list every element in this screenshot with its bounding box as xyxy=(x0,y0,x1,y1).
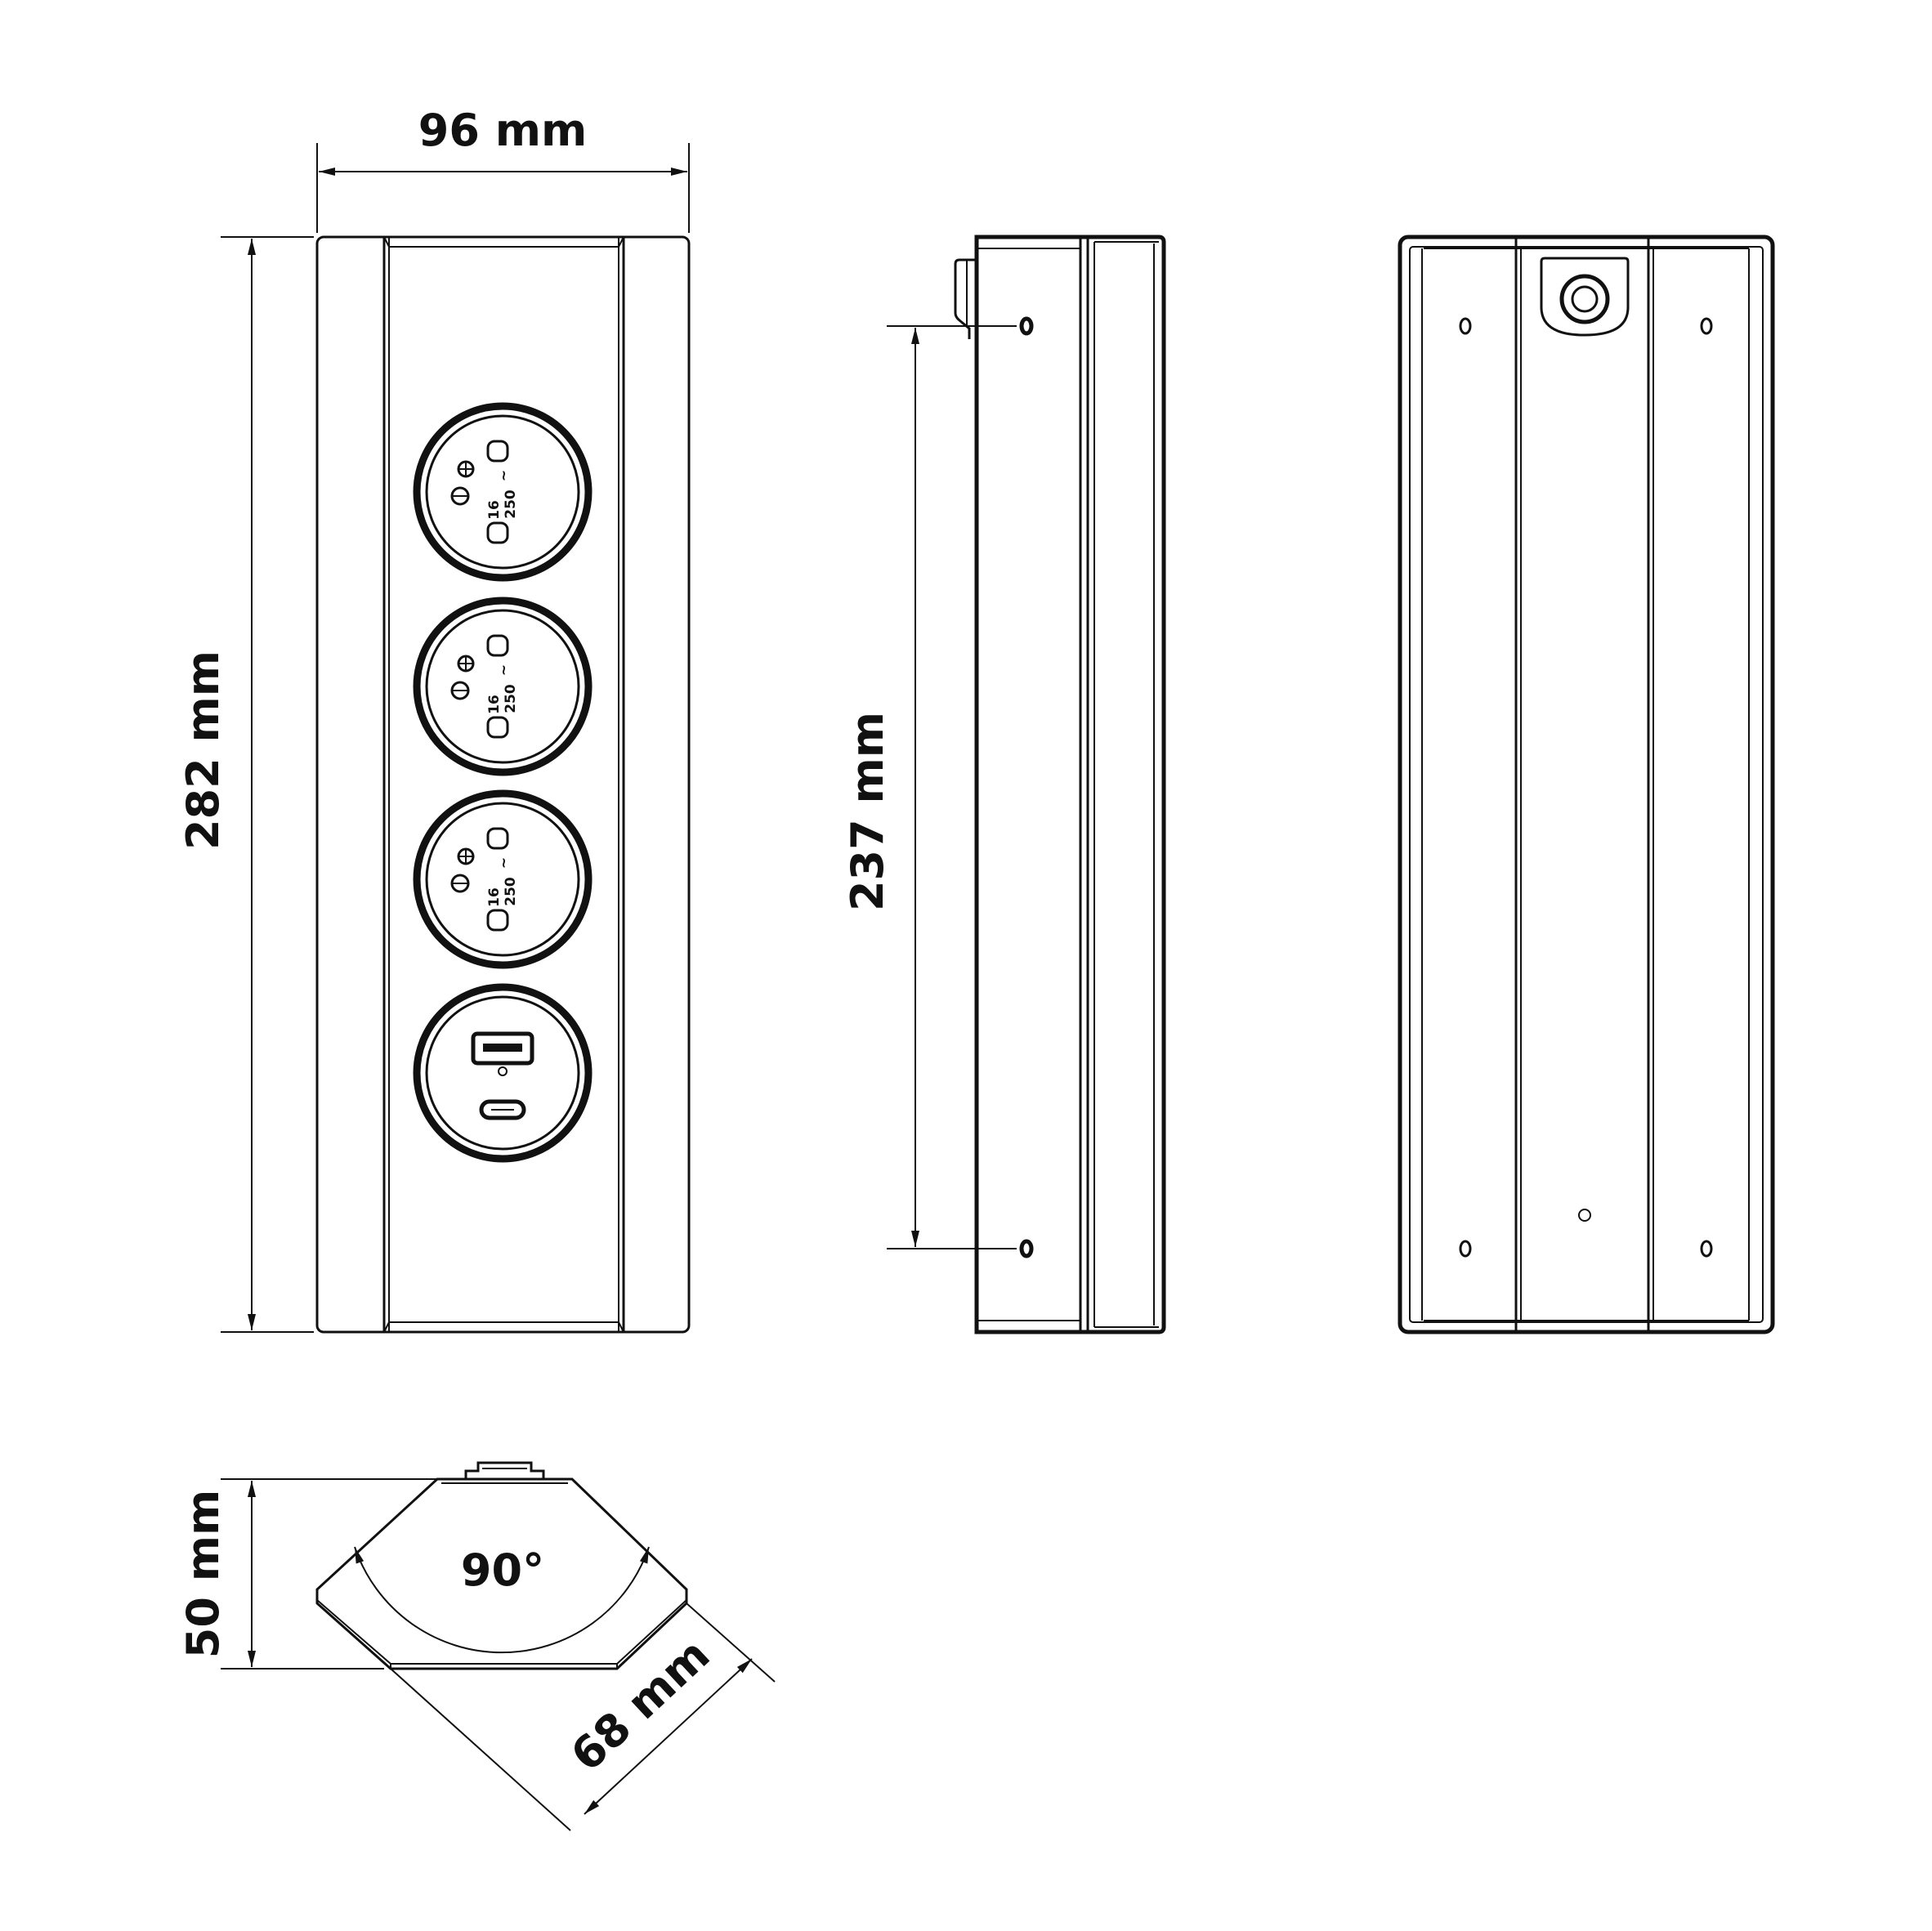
mount-hole-icon xyxy=(1019,1239,1034,1258)
svg-text:250: 250 xyxy=(503,684,519,713)
power-socket-3: 16 250 ~ xyxy=(417,793,588,965)
side-dimension: 68 mm xyxy=(390,1602,776,1831)
front-view: 16 250 ~ 16 250 ~ 16 250 ~ xyxy=(177,105,691,1334)
svg-text:16: 16 xyxy=(486,887,503,907)
svg-text:~: ~ xyxy=(496,664,512,676)
power-socket-2: 16 250 ~ xyxy=(417,601,588,772)
usb-a-port-icon xyxy=(471,1031,534,1066)
usb-module xyxy=(413,983,593,1163)
svg-text:16: 16 xyxy=(486,500,503,520)
svg-text:16: 16 xyxy=(486,695,503,714)
svg-text:~: ~ xyxy=(496,470,512,481)
mount-hole-icon xyxy=(1700,317,1713,335)
mount-hole-icon xyxy=(1019,316,1034,336)
mount-hole-icon xyxy=(1459,317,1472,335)
side-label: 68 mm xyxy=(561,1629,719,1781)
screw-hole-icon xyxy=(1578,1209,1591,1222)
depth-label: 50 mm xyxy=(177,1490,229,1658)
depth-dimension: 50 mm xyxy=(177,1478,458,1670)
mount-hole-icon xyxy=(1700,1240,1713,1258)
led-indicator-icon xyxy=(498,1066,508,1076)
front-housing xyxy=(315,235,691,1334)
width-dimension: 96 mm xyxy=(316,105,690,233)
mount-hole-icon xyxy=(1459,1240,1472,1258)
mount-spacing-label: 237 mm xyxy=(842,712,893,911)
width-label: 96 mm xyxy=(418,105,587,156)
lock-icon xyxy=(1540,257,1630,337)
svg-text:~: ~ xyxy=(496,857,512,869)
height-label: 282 mm xyxy=(177,650,229,850)
top-view: 90° 50 mm 68 mm xyxy=(177,1461,776,1831)
side-view: 237 mm xyxy=(842,235,1166,1334)
back-view xyxy=(1398,235,1775,1334)
power-socket-1: 16 250 ~ xyxy=(417,406,588,578)
usb-c-port-icon xyxy=(479,1099,526,1120)
height-dimension: 282 mm xyxy=(177,236,314,1333)
svg-text:250: 250 xyxy=(503,489,519,519)
mount-spacing-dimension: 237 mm xyxy=(842,325,1017,1249)
svg-text:250: 250 xyxy=(503,877,519,906)
angle-label: 90° xyxy=(461,1544,544,1596)
